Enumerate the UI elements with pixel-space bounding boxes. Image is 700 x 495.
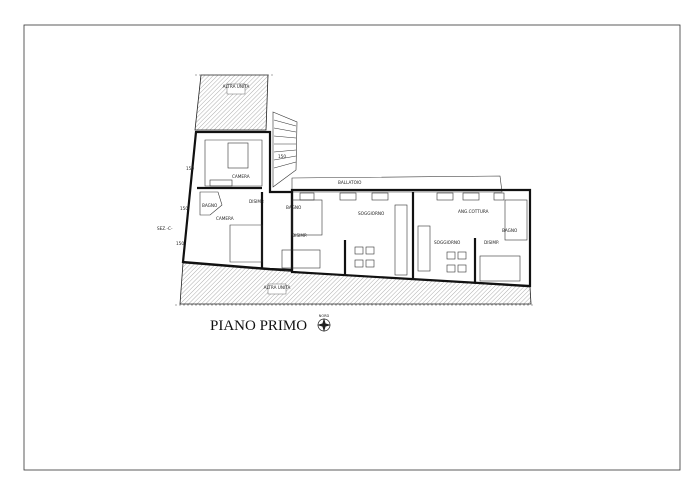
main-units-walls (290, 188, 532, 288)
external-stair (272, 111, 298, 188)
label-hall-left: DISIMP. (249, 199, 264, 204)
bathroom-right-outline (504, 199, 528, 241)
north-compass-icon (317, 318, 331, 332)
dimension-1: 150 (186, 166, 194, 171)
other-unit-bottom-label: ALTRA UNITA (264, 285, 291, 290)
internal-stair (229, 224, 263, 263)
stair-segment (394, 204, 408, 276)
label-bathroom-left: BAGNO (202, 203, 218, 208)
bedroom-1-outline (204, 139, 263, 187)
dimension-2: 150 (180, 206, 188, 211)
label-bathroom-mid: BAGNO (286, 205, 302, 210)
label-living-1: SOGGIORNO (358, 211, 385, 216)
stair-segment (417, 225, 431, 272)
internal-stair-mid (281, 249, 321, 269)
drawing-title: PIANO PRIMO (210, 318, 307, 334)
internal-stair-right (479, 255, 521, 282)
dining-tables (354, 246, 467, 273)
wardrobe-icon (209, 179, 233, 187)
compass-label: NORD (319, 314, 330, 318)
label-kitchenette: ANG.COTTURA (458, 209, 489, 214)
balcony (291, 175, 503, 193)
left-unit-walls (181, 130, 294, 272)
stair-treads (273, 119, 297, 169)
label-bedroom-2: CAMERA (216, 216, 234, 221)
label-box-bottom (267, 283, 287, 295)
label-living-2: SOGGIORNO (434, 240, 461, 245)
label-hall-right: DISIMP. (484, 240, 499, 245)
dimension-3: 150 (176, 241, 184, 246)
label-bedroom-1: CAMERA (232, 174, 250, 179)
sheet-frame (23, 24, 681, 471)
bed-icon (227, 142, 249, 169)
label-bathroom-right: BAGNO (502, 228, 518, 233)
windows (299, 192, 505, 201)
other-unit-top (194, 74, 269, 131)
bathroom-mid-outline (291, 199, 323, 236)
other-unit-top-label: ALTRA UNITA (223, 84, 250, 89)
label-section: SEZ.-C- (157, 226, 173, 231)
bathroom-left-outline (199, 191, 223, 216)
label-box-top (226, 83, 246, 95)
dimension-4: 150 (278, 154, 286, 159)
label-hall-mid: DISIMP. (292, 233, 307, 238)
label-balcony: BALLATOIO (338, 180, 362, 185)
